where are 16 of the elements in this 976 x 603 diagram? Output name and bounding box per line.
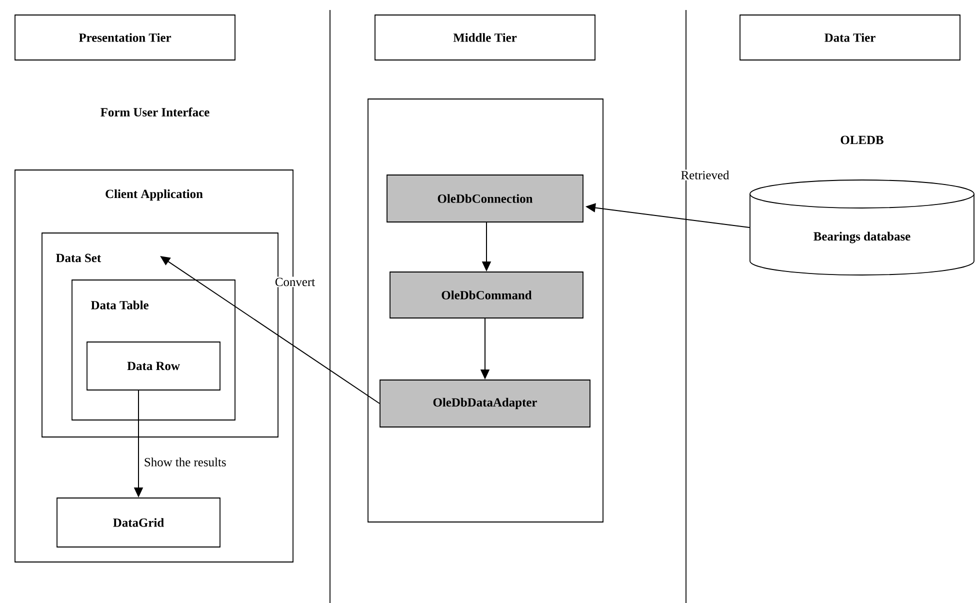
section-heading: Form User Interface bbox=[100, 108, 210, 116]
edge-label: Show the results bbox=[142, 456, 228, 468]
process-box: DataGrid bbox=[56, 498, 220, 548]
process-box: Data Row bbox=[86, 342, 220, 390]
edge-label: Convert bbox=[274, 276, 316, 288]
node-label: Bearings database bbox=[814, 232, 910, 244]
node-label: OLEDB bbox=[840, 136, 884, 144]
tier-box: Data Tier bbox=[740, 14, 960, 60]
class-box: OleDbConnection bbox=[386, 174, 584, 222]
database-cylinder: OLEDB Bearings database bbox=[750, 136, 974, 276]
tier-box: Middle Tier bbox=[374, 14, 596, 60]
edge-label: Retrieved bbox=[680, 170, 730, 180]
container-box bbox=[368, 98, 604, 522]
class-box: OleDbCommand bbox=[390, 272, 584, 318]
class-box: OleDbDataAdapter bbox=[380, 380, 590, 428]
tier-box: Presentation Tier bbox=[14, 14, 236, 60]
